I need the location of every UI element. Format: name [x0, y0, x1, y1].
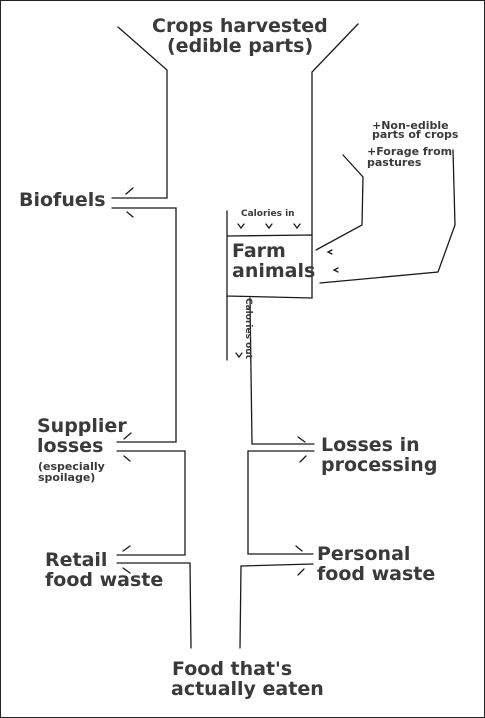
retail-waste-line-1: Retail: [45, 549, 108, 571]
calories-in-label: Calories in: [241, 209, 295, 219]
retail-waste-line-2: food waste: [45, 569, 164, 591]
supplier-lower-edge: [116, 450, 186, 556]
farm-box-edge: [226, 210, 313, 299]
non-edible-label-1: +Non-edible: [372, 119, 449, 132]
farm-out-path: [249, 297, 315, 445]
funnel-right-edge: [311, 23, 359, 236]
eaten-line-2: actually eaten: [171, 678, 324, 700]
biofuels-lower-edge: [111, 207, 177, 443]
supplier-note-line-2: spoilage): [38, 471, 96, 484]
farm-animals-line-2: animals: [232, 260, 316, 282]
supplier-losses-line-2: losses: [37, 435, 104, 457]
personal-lower-edge: [239, 563, 314, 649]
title-line-2: (edible parts): [167, 35, 314, 57]
calories-out-label: Calories out: [243, 298, 253, 359]
title-line-1: Crops harvested: [152, 15, 328, 37]
retail-lower-edge: [116, 562, 192, 649]
personal-waste-line-1: Personal: [317, 543, 411, 565]
personal-waste-line-2: food waste: [317, 563, 436, 585]
funnel-left-edge: [111, 26, 168, 199]
eaten-line-1: Food that's: [172, 658, 293, 680]
supplier-note-line-1: (especially: [38, 460, 105, 473]
processing-line-1: Losses in: [321, 434, 420, 456]
biofuels-label: Biofuels: [19, 189, 106, 211]
farm-animals-line-1: Farm: [232, 240, 286, 262]
supplier-losses-line-1: Supplier: [37, 415, 127, 437]
non-edible-label-2: parts of crops: [372, 128, 459, 141]
non-edible-inflow: [315, 154, 364, 251]
forage-label-1: +Forage from: [367, 145, 453, 158]
processing-lower-edge: [247, 450, 315, 555]
processing-line-2: processing: [321, 454, 438, 476]
forage-inflow: [319, 149, 456, 284]
forage-label-2: pastures: [367, 156, 422, 169]
